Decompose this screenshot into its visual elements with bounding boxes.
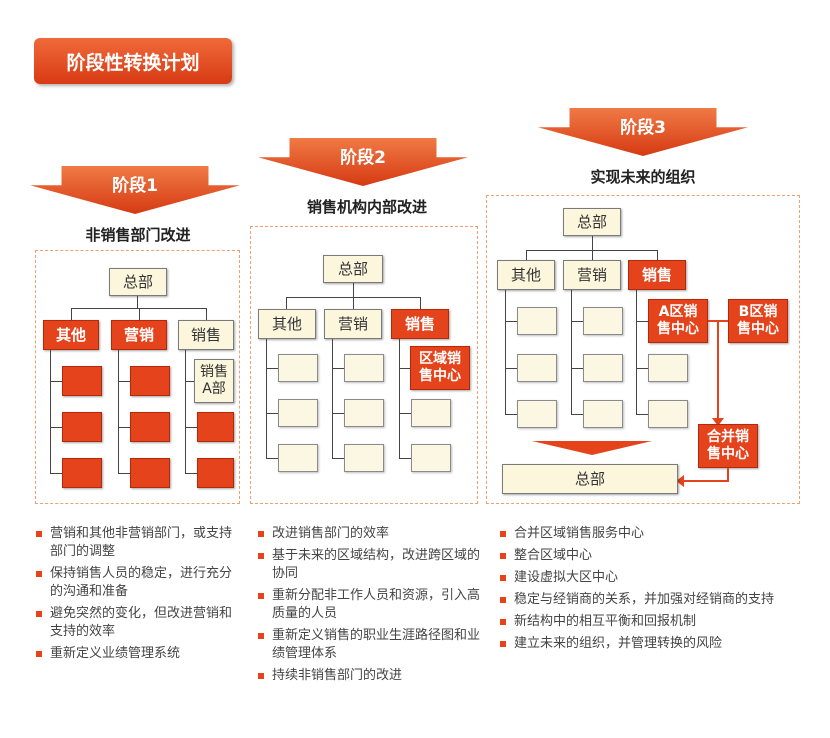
stage1-sales-unit — [197, 458, 234, 488]
list-item: 重新分配非工作人员和资源，引入高质量的人员 — [258, 587, 480, 623]
stage2-subtitle: 销售机构内部改进 — [306, 198, 427, 216]
stage1-sales-a: 销售A部 — [194, 359, 234, 403]
list-item: 保持销售人员的稳定，进行充分的沟通和准备 — [36, 565, 242, 601]
stage3-sales-unit — [648, 400, 688, 428]
stage3-marketing-unit — [583, 400, 623, 428]
stage1-marketing-unit — [130, 366, 170, 396]
stage3-arrow: 阶段3 — [538, 108, 748, 156]
stage3-other-unit — [517, 307, 557, 335]
stage3-marketing-unit — [583, 354, 623, 382]
stage1-bullets: 营销和其他非营销部门，或支持部门的调整 保持销售人员的稳定，进行充分的沟通和准备… — [36, 525, 242, 667]
list-item: 重新定义业绩管理系统 — [36, 645, 242, 663]
list-item: 新结构中的相互平衡和回报机制 — [500, 613, 800, 631]
stage2-frame — [250, 226, 478, 504]
list-item: 基于未来的区域结构，改进跨区域的协同 — [258, 547, 480, 583]
stage3-hq-bottom: 总部 — [502, 464, 678, 494]
stage1-other-unit — [62, 412, 102, 442]
stage3-label: 阶段3 — [620, 118, 666, 138]
list-item: 改进销售部门的效率 — [258, 525, 480, 543]
stage3-merged-center: 合并销售中心 — [698, 424, 758, 468]
page-title: 阶段性转换计划 — [34, 38, 232, 84]
list-item: 重新定义销售的职业生涯路径图和业绩管理体系 — [258, 627, 480, 663]
stage1-marketing-unit — [130, 412, 170, 442]
list-item: 整合区域中心 — [500, 547, 800, 565]
stage2-sales: 销售 — [391, 309, 449, 339]
list-item: 持续非销售部门的改进 — [258, 667, 480, 685]
stage1-sales-unit — [197, 412, 234, 442]
stage3-center-a: A区销售中心 — [648, 299, 708, 343]
stage3-marketing-unit — [583, 307, 623, 335]
stage1-label: 阶段1 — [112, 176, 158, 196]
stage3-hq-top: 总部 — [563, 208, 621, 236]
stage1-marketing: 营销 — [111, 320, 167, 350]
stage3-other-unit — [517, 354, 557, 382]
stage1-subtitle: 非销售部门改进 — [85, 226, 191, 244]
stage2-arrow: 阶段2 — [258, 138, 468, 186]
stage2-marketing: 营销 — [324, 309, 382, 339]
stage3-center-b: B区销售中心 — [728, 299, 788, 343]
stage1-other: 其他 — [43, 320, 99, 350]
arrow-left-icon — [676, 475, 684, 487]
stage2-regional-center: 区域销售中心 — [410, 346, 470, 390]
stage2-other-unit — [278, 354, 318, 382]
list-item: 合并区域销售服务中心 — [500, 525, 800, 543]
stage1-frame — [35, 250, 240, 504]
stage2-sales-unit — [411, 444, 451, 472]
stage1-other-unit — [62, 458, 102, 488]
stage3-sales-unit — [648, 354, 688, 382]
list-item: 避免突然的变化，但改进营销和支持的效率 — [36, 605, 242, 641]
stage2-other: 其他 — [258, 309, 316, 339]
stage2-marketing-unit — [344, 444, 384, 472]
stage1-marketing-unit — [130, 458, 170, 488]
stage3-subtitle: 实现未来的组织 — [590, 168, 696, 186]
list-item: 建设虚拟大区中心 — [500, 569, 800, 587]
stage1-hq: 总部 — [109, 268, 167, 296]
stage3-other: 其他 — [497, 260, 555, 290]
stage2-sales-unit — [411, 399, 451, 427]
stage2-label: 阶段2 — [340, 148, 386, 168]
stage1-arrow: 阶段1 — [30, 166, 240, 214]
stage1-sales: 销售 — [178, 320, 234, 350]
arrow-down-icon — [712, 418, 724, 426]
stage3-sales: 销售 — [628, 260, 686, 290]
list-item: 建立未来的组织，并管理转换的风险 — [500, 635, 800, 653]
stage3-bullets: 合并区域销售服务中心 整合区域中心 建设虚拟大区中心 稳定与经销商的关系，并加强… — [500, 525, 800, 657]
list-item: 营销和其他非营销部门，或支持部门的调整 — [36, 525, 242, 561]
stage2-marketing-unit — [344, 354, 384, 382]
stage2-marketing-unit — [344, 399, 384, 427]
stage2-other-unit — [278, 399, 318, 427]
stage3-frame — [486, 195, 800, 504]
list-item: 稳定与经销商的关系，并加强对经销商的支持 — [500, 591, 800, 609]
stage3-marketing: 营销 — [563, 260, 621, 290]
stage1-other-unit — [62, 366, 102, 396]
stage3-other-unit — [517, 400, 557, 428]
stage2-bullets: 改进销售部门的效率 基于未来的区域结构，改进跨区域的协同 重新分配非工作人员和资… — [258, 525, 480, 689]
stage2-hq: 总部 — [323, 255, 383, 283]
stage2-other-unit — [278, 444, 318, 472]
